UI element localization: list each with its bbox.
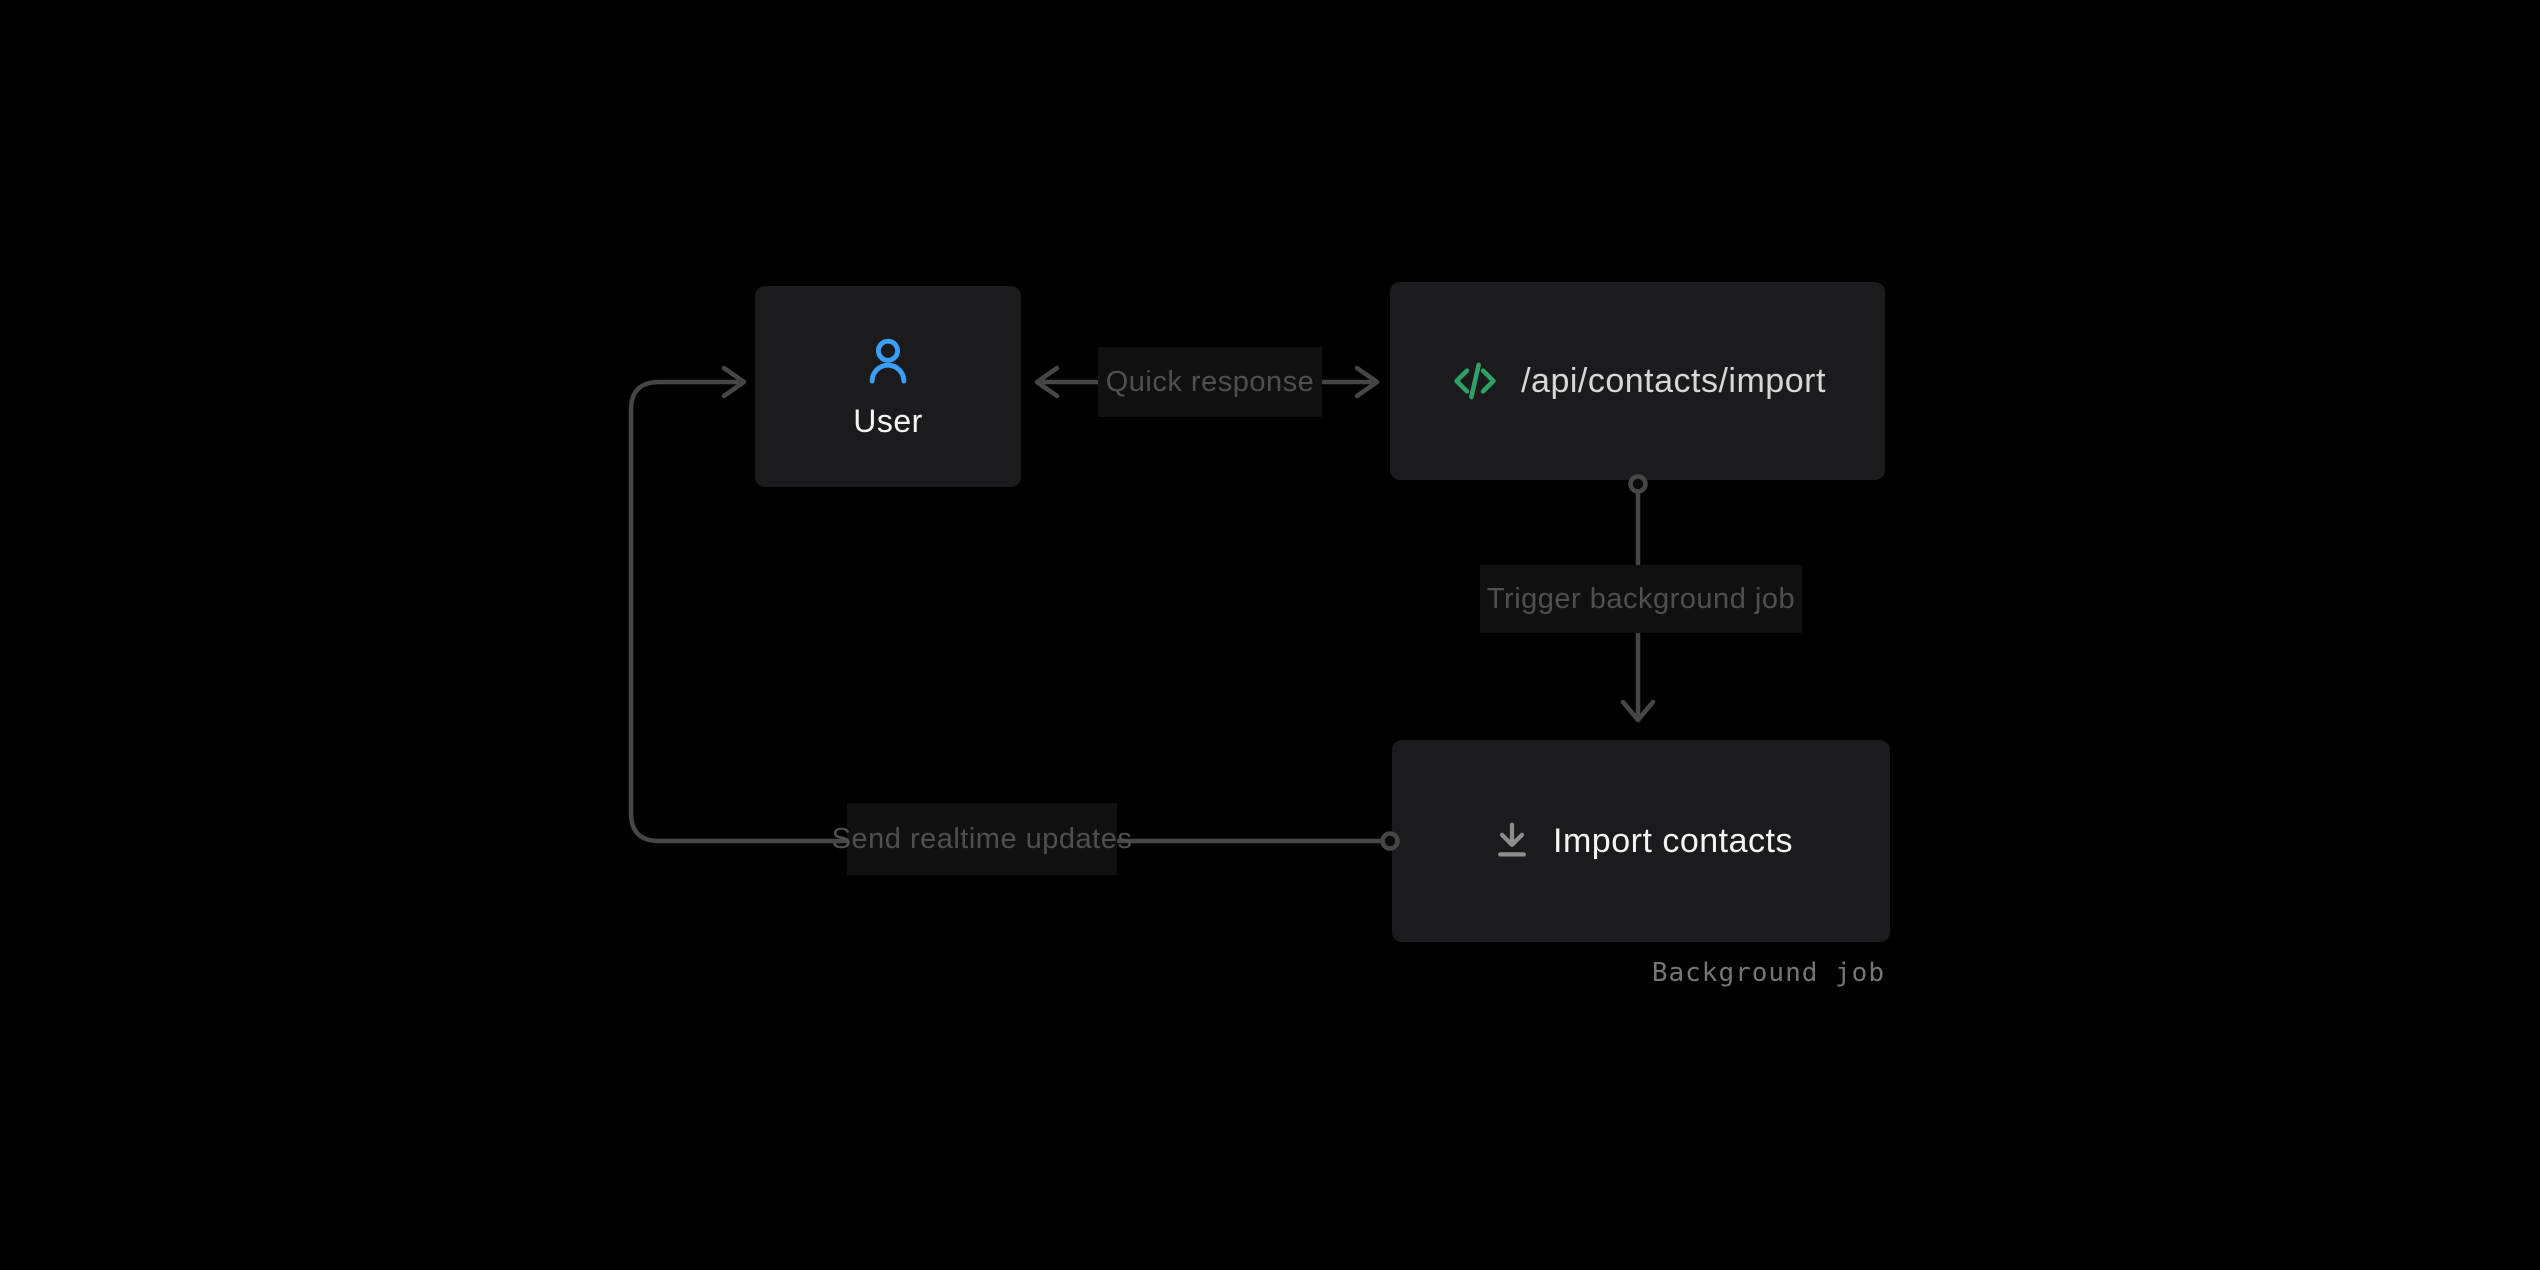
node-user-label: User <box>853 403 923 439</box>
download-icon <box>1489 818 1535 864</box>
node-import-label: Import contacts <box>1553 821 1793 860</box>
background-job-caption: Background job <box>1651 958 1885 988</box>
node-import-contacts: Import contacts <box>1392 740 1890 942</box>
node-api-label: /api/contacts/import <box>1521 361 1826 400</box>
edge-quick-response-left-arrow <box>1034 365 1100 399</box>
edge-label-quick-response: Quick response <box>1098 347 1322 417</box>
edge-label-trigger-background-job: Trigger background job <box>1480 565 1802 633</box>
edge-label-send-realtime-updates: Send realtime updates <box>832 803 1132 875</box>
node-user: User <box>755 286 1021 487</box>
code-icon <box>1449 355 1501 407</box>
edge-quick-response-right-arrow <box>1320 365 1380 399</box>
user-icon <box>860 333 916 389</box>
node-api-endpoint: /api/contacts/import <box>1390 282 1885 480</box>
